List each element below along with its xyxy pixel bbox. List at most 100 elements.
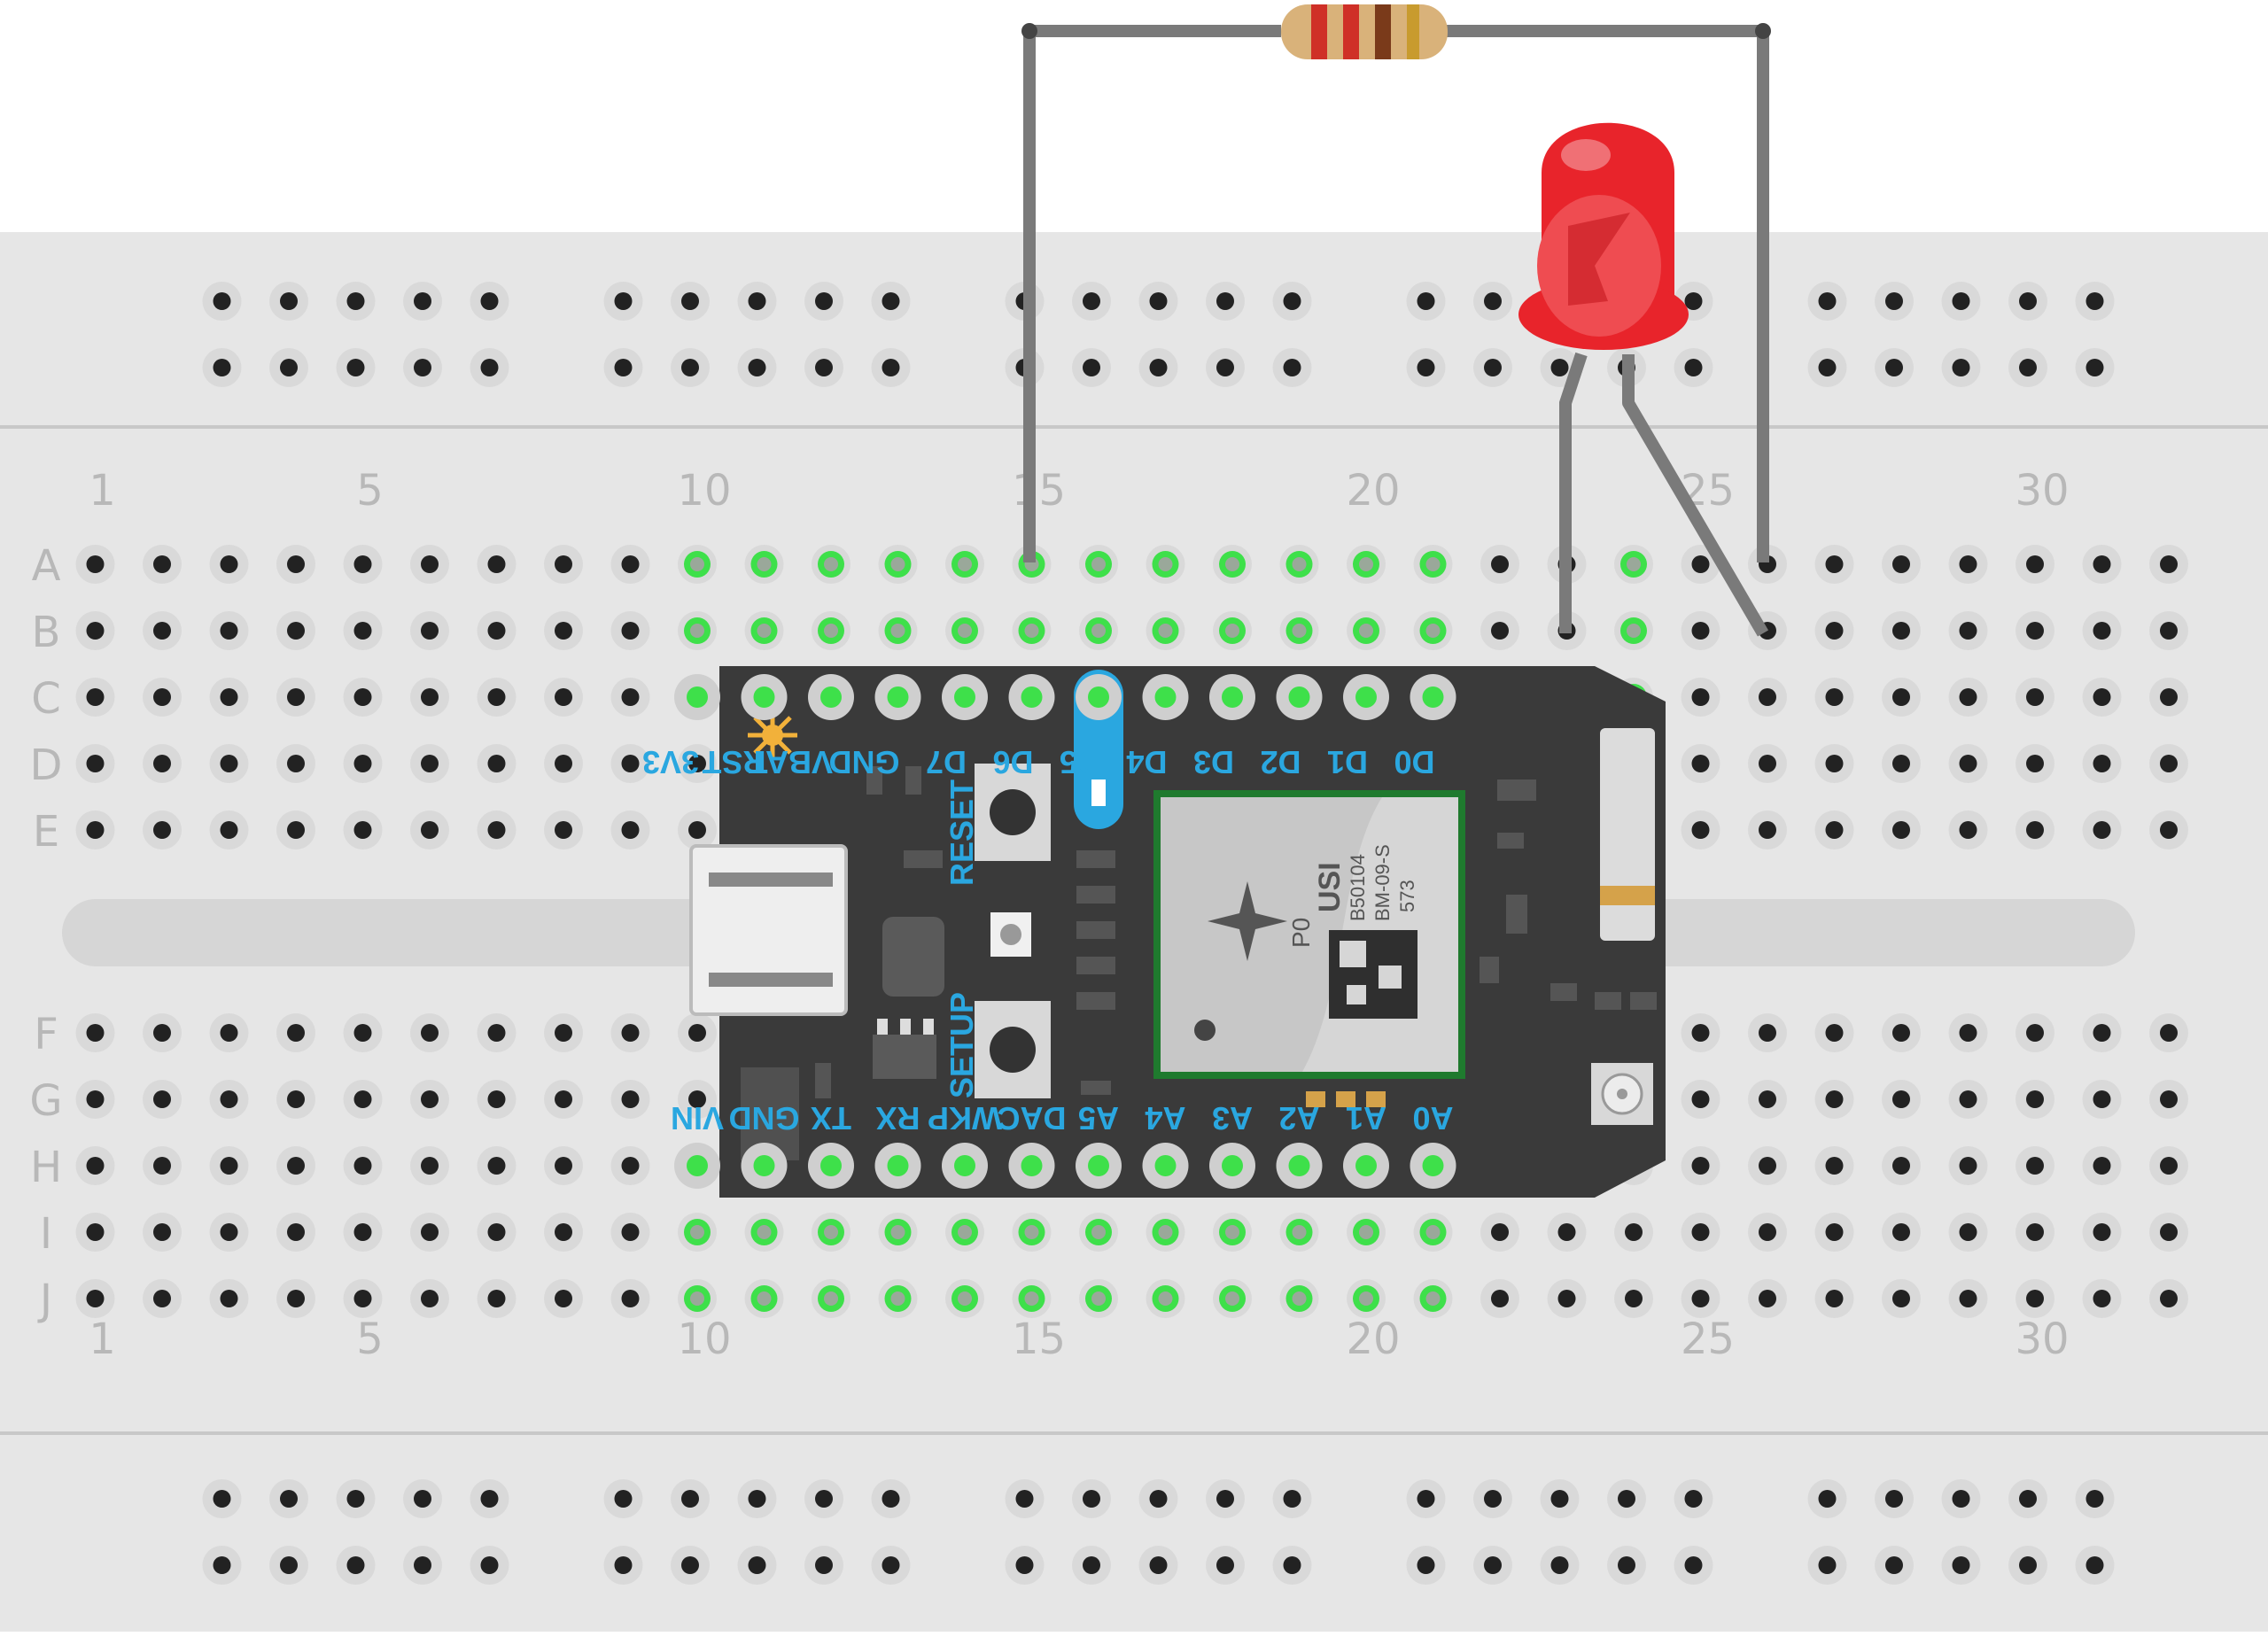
column-number-bottom: 10 (677, 1315, 731, 1364)
hole-I19 (1279, 1213, 1319, 1252)
rail-hole-bottom-0-15 (1005, 1479, 1045, 1518)
hole-J6 (410, 1279, 449, 1318)
hole-E6 (410, 810, 449, 849)
hole-B27 (1814, 611, 1854, 650)
setup-label: SETUP (944, 992, 980, 1098)
rail-hole-bottom-1-27 (1807, 1546, 1847, 1585)
hole-A12 (812, 545, 850, 584)
hole-B20 (1347, 611, 1386, 650)
rail-hole-top-1-31 (2075, 348, 2115, 387)
rail-hole-bottom-1-6 (403, 1546, 442, 1585)
hole-J25 (1681, 1279, 1720, 1318)
column-number-bottom: 15 (1012, 1315, 1066, 1364)
rail-hole-bottom-1-24 (1607, 1546, 1646, 1585)
hole-F4 (276, 1013, 315, 1052)
pin-label-top: GND (829, 744, 900, 780)
column-number-top: 1 (89, 466, 116, 516)
rail-hole-top-1-4 (269, 348, 308, 387)
rail-hole-bottom-1-23 (1540, 1546, 1580, 1585)
rail-hole-top-1-5 (336, 348, 376, 387)
rail-hole-bottom-0-23 (1540, 1479, 1580, 1518)
pin-label-top: RST (702, 744, 765, 780)
column-number-top: 15 (1012, 466, 1066, 516)
rail-hole-bottom-1-21 (1406, 1546, 1446, 1585)
pin-3V3 (674, 674, 720, 720)
hole-H29 (1948, 1146, 1988, 1185)
hole-I15 (1012, 1213, 1052, 1252)
hole-E32 (2149, 810, 2188, 849)
hole-H28 (1882, 1146, 1921, 1185)
hole-A24 (1614, 545, 1653, 584)
column-number-top: 5 (356, 466, 384, 516)
hole-G9 (610, 1080, 650, 1119)
rail-hole-bottom-0-13 (871, 1479, 911, 1518)
pin-RST (741, 674, 788, 720)
hole-G5 (343, 1080, 383, 1119)
hole-F7 (477, 1013, 517, 1052)
hole-A5 (343, 545, 383, 584)
hole-D29 (1948, 744, 1988, 783)
led-leg-cathode (1559, 352, 1588, 633)
column-number-bottom: 25 (1681, 1315, 1735, 1364)
hole-I14 (945, 1213, 984, 1252)
rail-hole-top-1-21 (1406, 348, 1446, 387)
hole-I8 (544, 1213, 583, 1252)
pin-D3 (1209, 674, 1255, 720)
hole-C26 (1748, 678, 1787, 717)
rail-hole-bottom-0-7 (470, 1479, 509, 1518)
hole-B16 (1079, 611, 1118, 650)
rail-hole-bottom-1-19 (1272, 1546, 1312, 1585)
hole-I11 (744, 1213, 784, 1252)
hole-A28 (1882, 545, 1921, 584)
rail-hole-bottom-0-17 (1138, 1479, 1178, 1518)
hole-J14 (945, 1279, 984, 1318)
hole-B30 (2016, 611, 2054, 650)
pin-label-bottom: DAC (998, 1100, 1067, 1136)
pin-label-bottom: GND (729, 1100, 800, 1136)
hole-A4 (276, 545, 315, 584)
rail-hole-top-1-27 (1807, 348, 1847, 387)
hole-A19 (1279, 545, 1319, 584)
hole-H26 (1748, 1146, 1787, 1185)
rail-hole-top-1-11 (737, 348, 777, 387)
hole-J11 (744, 1279, 784, 1318)
pin-D6 (1008, 674, 1055, 720)
pin-label-top: D0 (1394, 744, 1434, 780)
hole-A2 (143, 545, 182, 584)
hole-I23 (1547, 1213, 1587, 1252)
power-chip (873, 1035, 936, 1079)
column-number-bottom: 30 (2015, 1315, 2069, 1364)
pin-label-top: 3V3 (642, 744, 699, 780)
hole-E3 (209, 810, 249, 849)
rail-hole-bottom-0-30 (2008, 1479, 2047, 1518)
hole-A1 (75, 545, 115, 584)
hole-I13 (878, 1213, 918, 1252)
hole-B3 (209, 611, 249, 650)
row-letter: G (29, 1076, 62, 1126)
hole-I22 (1480, 1213, 1519, 1252)
antenna-chip (1600, 728, 1655, 941)
hole-F5 (343, 1013, 383, 1052)
hole-C30 (2016, 678, 2054, 717)
hole-H3 (209, 1146, 249, 1185)
rail-hole-top-1-7 (470, 348, 509, 387)
hole-G2 (143, 1080, 182, 1119)
hole-C7 (477, 678, 517, 717)
hole-D9 (610, 744, 650, 783)
hole-D3 (209, 744, 249, 783)
hole-G30 (2016, 1080, 2054, 1119)
hole-I18 (1213, 1213, 1252, 1252)
hole-D26 (1748, 744, 1787, 783)
rail-hole-bottom-1-25 (1674, 1546, 1713, 1585)
hole-H31 (2082, 1146, 2122, 1185)
pin-label-bottom: A5 (1078, 1100, 1119, 1136)
hole-G31 (2082, 1080, 2122, 1119)
hole-B28 (1882, 611, 1921, 650)
rail-hole-bottom-0-22 (1473, 1479, 1512, 1518)
hole-J20 (1347, 1279, 1386, 1318)
row-letter: E (33, 807, 59, 857)
hole-D1 (75, 744, 115, 783)
hole-G4 (276, 1080, 315, 1119)
pin-D5 (1076, 674, 1122, 720)
